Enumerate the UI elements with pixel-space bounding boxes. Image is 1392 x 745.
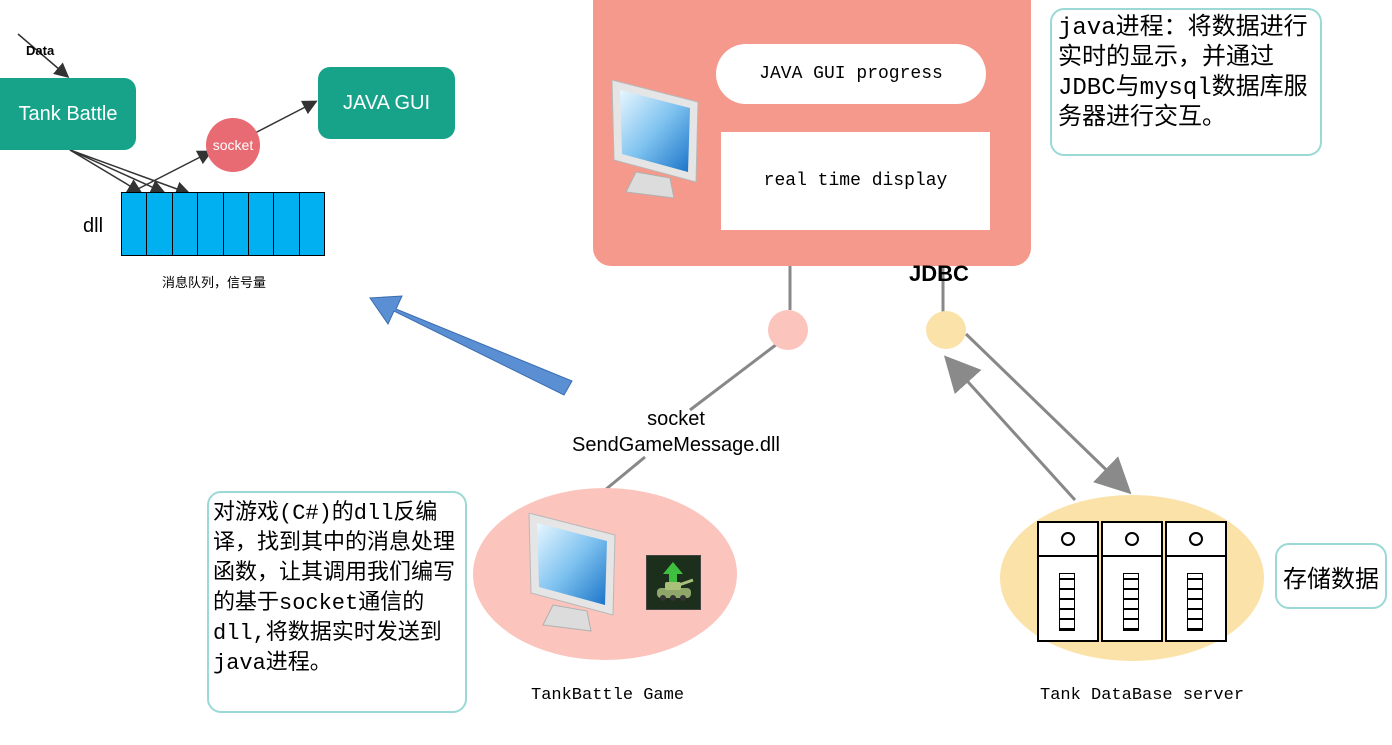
tank-to-queue-arrow-3 bbox=[69, 149, 191, 196]
socket-node: socket bbox=[206, 118, 260, 172]
data-label: Data bbox=[26, 43, 55, 58]
socket-to-gui-arrow bbox=[254, 100, 318, 134]
real-time-display-box: real time display bbox=[721, 132, 990, 230]
queue-cell bbox=[274, 193, 300, 255]
store-data-callout-text: 存储数据 bbox=[1283, 565, 1379, 593]
message-queue bbox=[121, 192, 325, 256]
jdbc-to-db-arrow bbox=[964, 332, 1132, 495]
dll-label: dll bbox=[83, 215, 104, 237]
send-game-message-dll-text: SendGameMessage.dll bbox=[572, 434, 780, 456]
monitor-icon bbox=[611, 79, 699, 199]
monitor-icon bbox=[528, 512, 616, 632]
queue-caption: 消息队列，信号量 bbox=[162, 275, 267, 290]
java-monitor-icon bbox=[608, 79, 700, 205]
socket-node-label: socket bbox=[212, 137, 254, 153]
tank-game-icon[interactable] bbox=[646, 555, 701, 610]
big-blue-arrow bbox=[369, 295, 573, 396]
queue-cell bbox=[248, 193, 275, 255]
jdbc-connector-node bbox=[926, 311, 966, 349]
queue-cell bbox=[299, 193, 324, 255]
java-gui-progress-label: JAVA GUI progress bbox=[759, 64, 943, 84]
java-gui-label: JAVA GUI bbox=[342, 91, 431, 114]
store-data-callout: 存储数据 bbox=[1275, 543, 1387, 609]
tank-battle-node: Tank Battle bbox=[0, 78, 136, 150]
queue-cell bbox=[198, 193, 224, 255]
server-rack-icon bbox=[1037, 521, 1099, 642]
queue-cell bbox=[223, 193, 249, 255]
game-monitor-icon bbox=[525, 512, 617, 639]
jdbc-label: JDBC bbox=[909, 261, 969, 286]
tank-to-queue-arrow-1 bbox=[69, 149, 143, 194]
server-rack-icon bbox=[1165, 521, 1227, 642]
queue-cell bbox=[147, 193, 173, 255]
queue-to-socket-arrow bbox=[131, 150, 213, 193]
queue-cell bbox=[172, 193, 199, 255]
socket-to-game-connector-2 bbox=[604, 455, 646, 492]
socket-to-game-connector bbox=[689, 342, 778, 412]
game-caption: TankBattle Game bbox=[531, 686, 685, 705]
db-caption: Tank DataBase server bbox=[1040, 686, 1245, 705]
decompile-callout: 对游戏(C#)的dll反编译，找到其中的消息处理函数，让其调用我们编写的基于so… bbox=[207, 491, 467, 713]
server-rack-icon bbox=[1101, 521, 1163, 642]
server-rack bbox=[1037, 521, 1227, 642]
socket-connector-node bbox=[768, 310, 808, 350]
socket-text: socket bbox=[647, 408, 705, 430]
tank-to-queue-arrow-2 bbox=[69, 149, 166, 194]
tank-battle-label: Tank Battle bbox=[18, 102, 118, 125]
db-to-jdbc-arrow bbox=[943, 355, 1077, 502]
java-process-callout: java进程：将数据进行实时的显示，并通过JDBC与mysql数据库服务器进行交… bbox=[1050, 8, 1322, 156]
java-gui-node: JAVA GUI bbox=[318, 67, 455, 139]
decompile-callout-text: 对游戏(C#)的dll反编译，找到其中的消息处理函数，让其调用我们编写的基于so… bbox=[213, 501, 456, 676]
data-arrow bbox=[17, 33, 70, 78]
queue-cell bbox=[122, 193, 148, 255]
java-process-callout-text: java进程：将数据进行实时的显示，并通过JDBC与mysql数据库服务器进行交… bbox=[1058, 15, 1308, 132]
java-gui-progress-box: JAVA GUI progress bbox=[716, 44, 986, 104]
real-time-display-label: real time display bbox=[763, 171, 948, 191]
socket-dll-label: socket SendGameMessage.dll bbox=[560, 406, 792, 458]
